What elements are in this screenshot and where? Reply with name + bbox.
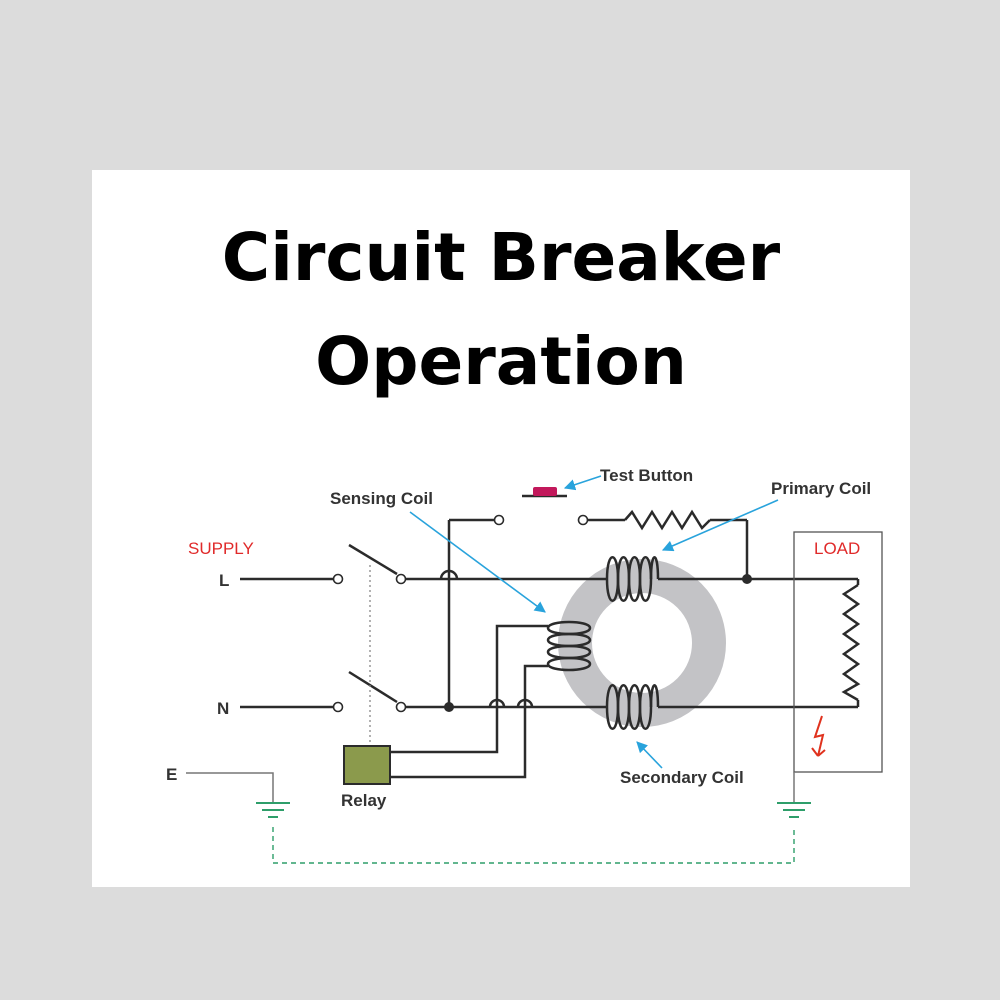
page-title: Circuit Breaker Operation bbox=[92, 206, 910, 414]
test-button bbox=[522, 487, 567, 498]
relay-box bbox=[343, 745, 391, 785]
toroid-core bbox=[558, 559, 726, 727]
neutral-label: N bbox=[217, 699, 229, 718]
relay-wiring bbox=[390, 624, 548, 779]
secondary-coil-pointer bbox=[636, 741, 663, 769]
supply-label: SUPPLY bbox=[188, 539, 254, 558]
earth-label: E bbox=[166, 765, 177, 784]
test-resistor bbox=[624, 509, 711, 531]
relay-label: Relay bbox=[341, 791, 387, 810]
primary-coil-pointer bbox=[661, 499, 779, 552]
secondary-coil bbox=[605, 684, 660, 730]
title-line-2: Operation bbox=[315, 323, 687, 400]
test-button-label: Test Button bbox=[600, 466, 693, 485]
title-line-1: Circuit Breaker bbox=[221, 219, 781, 296]
neutral-wire bbox=[240, 670, 860, 713]
load bbox=[793, 531, 883, 773]
line-wire bbox=[240, 543, 860, 585]
sensing-coil bbox=[546, 620, 592, 672]
sensing-coil-pointer bbox=[409, 511, 546, 613]
primary-coil-label: Primary Coil bbox=[771, 479, 871, 498]
diagram-card bbox=[92, 170, 910, 887]
test-button-pointer bbox=[563, 475, 602, 491]
earth-wiring bbox=[186, 772, 811, 864]
fault-arrow bbox=[811, 715, 826, 757]
secondary-coil-label: Secondary Coil bbox=[620, 768, 744, 787]
test-circuit bbox=[439, 509, 752, 712]
primary-coil bbox=[605, 556, 660, 602]
line-label: L bbox=[219, 571, 229, 590]
load-label: LOAD bbox=[814, 539, 860, 558]
sensing-coil-label: Sensing Coil bbox=[330, 489, 433, 508]
